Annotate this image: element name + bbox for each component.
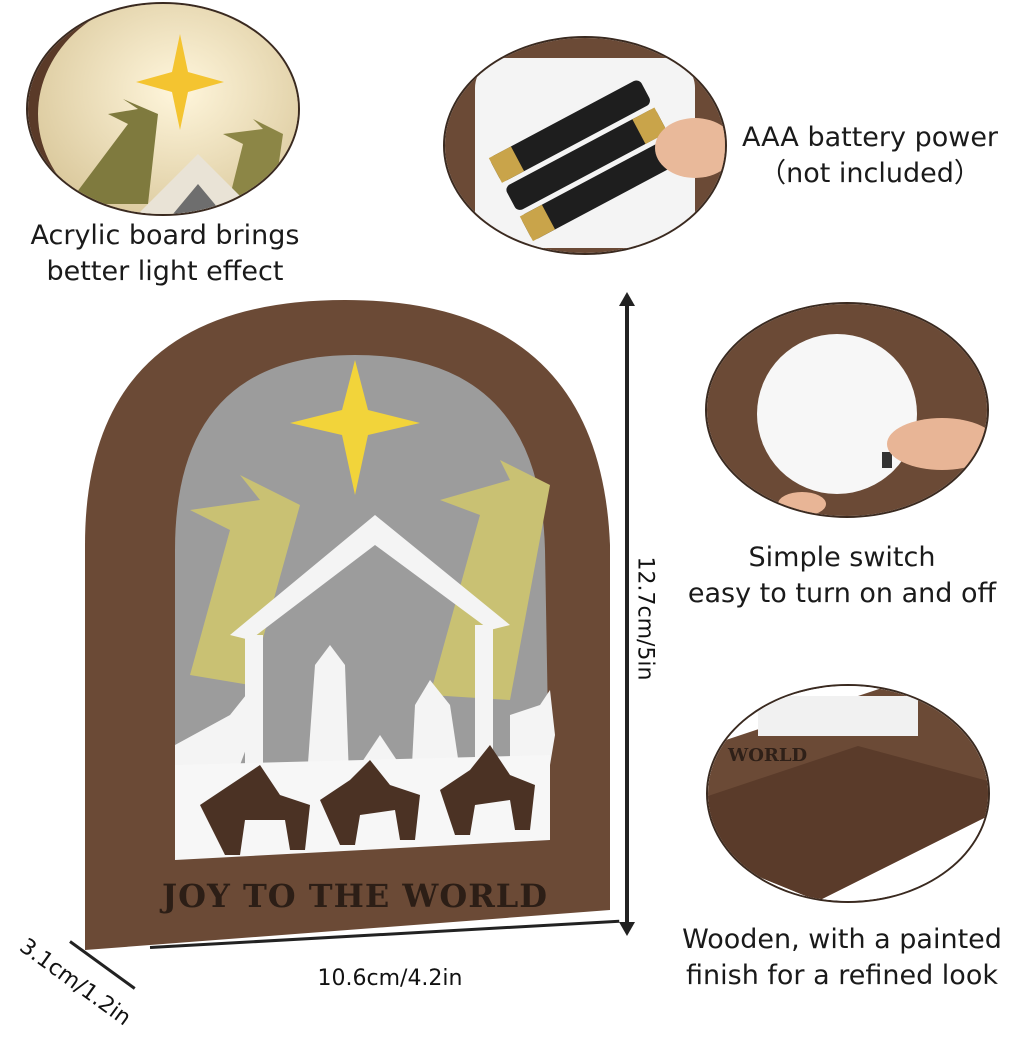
star-icon xyxy=(136,34,224,130)
star-icon xyxy=(290,360,420,495)
width-label: 10.6cm/4.2in xyxy=(317,966,463,991)
battery-detail-bubble xyxy=(443,36,727,255)
arrow-up-icon xyxy=(619,292,635,306)
wood-caption: Wooden, with a painted finish for a refi… xyxy=(682,924,1002,991)
acrylic-caption: Acrylic board brings better light effect xyxy=(30,220,300,287)
height-label: 12.7cm/5in xyxy=(632,556,658,681)
arrow-down-icon xyxy=(619,922,635,936)
battery-caption: AAA battery power （not included） xyxy=(741,122,999,189)
engraving-text: JOY TO THE WORLD xyxy=(159,877,548,915)
wood-detail-bubble: WORLD xyxy=(706,684,990,903)
corner-engraving: WORLD xyxy=(727,745,807,766)
nativity-lamp-product: JOY TO THE WORLD xyxy=(80,295,620,955)
acrylic-detail-bubble xyxy=(26,2,300,216)
switch-detail-bubble xyxy=(705,302,989,518)
switch-caption: Simple switch easy to turn on and off xyxy=(687,542,997,609)
height-dimension-line xyxy=(625,300,629,930)
